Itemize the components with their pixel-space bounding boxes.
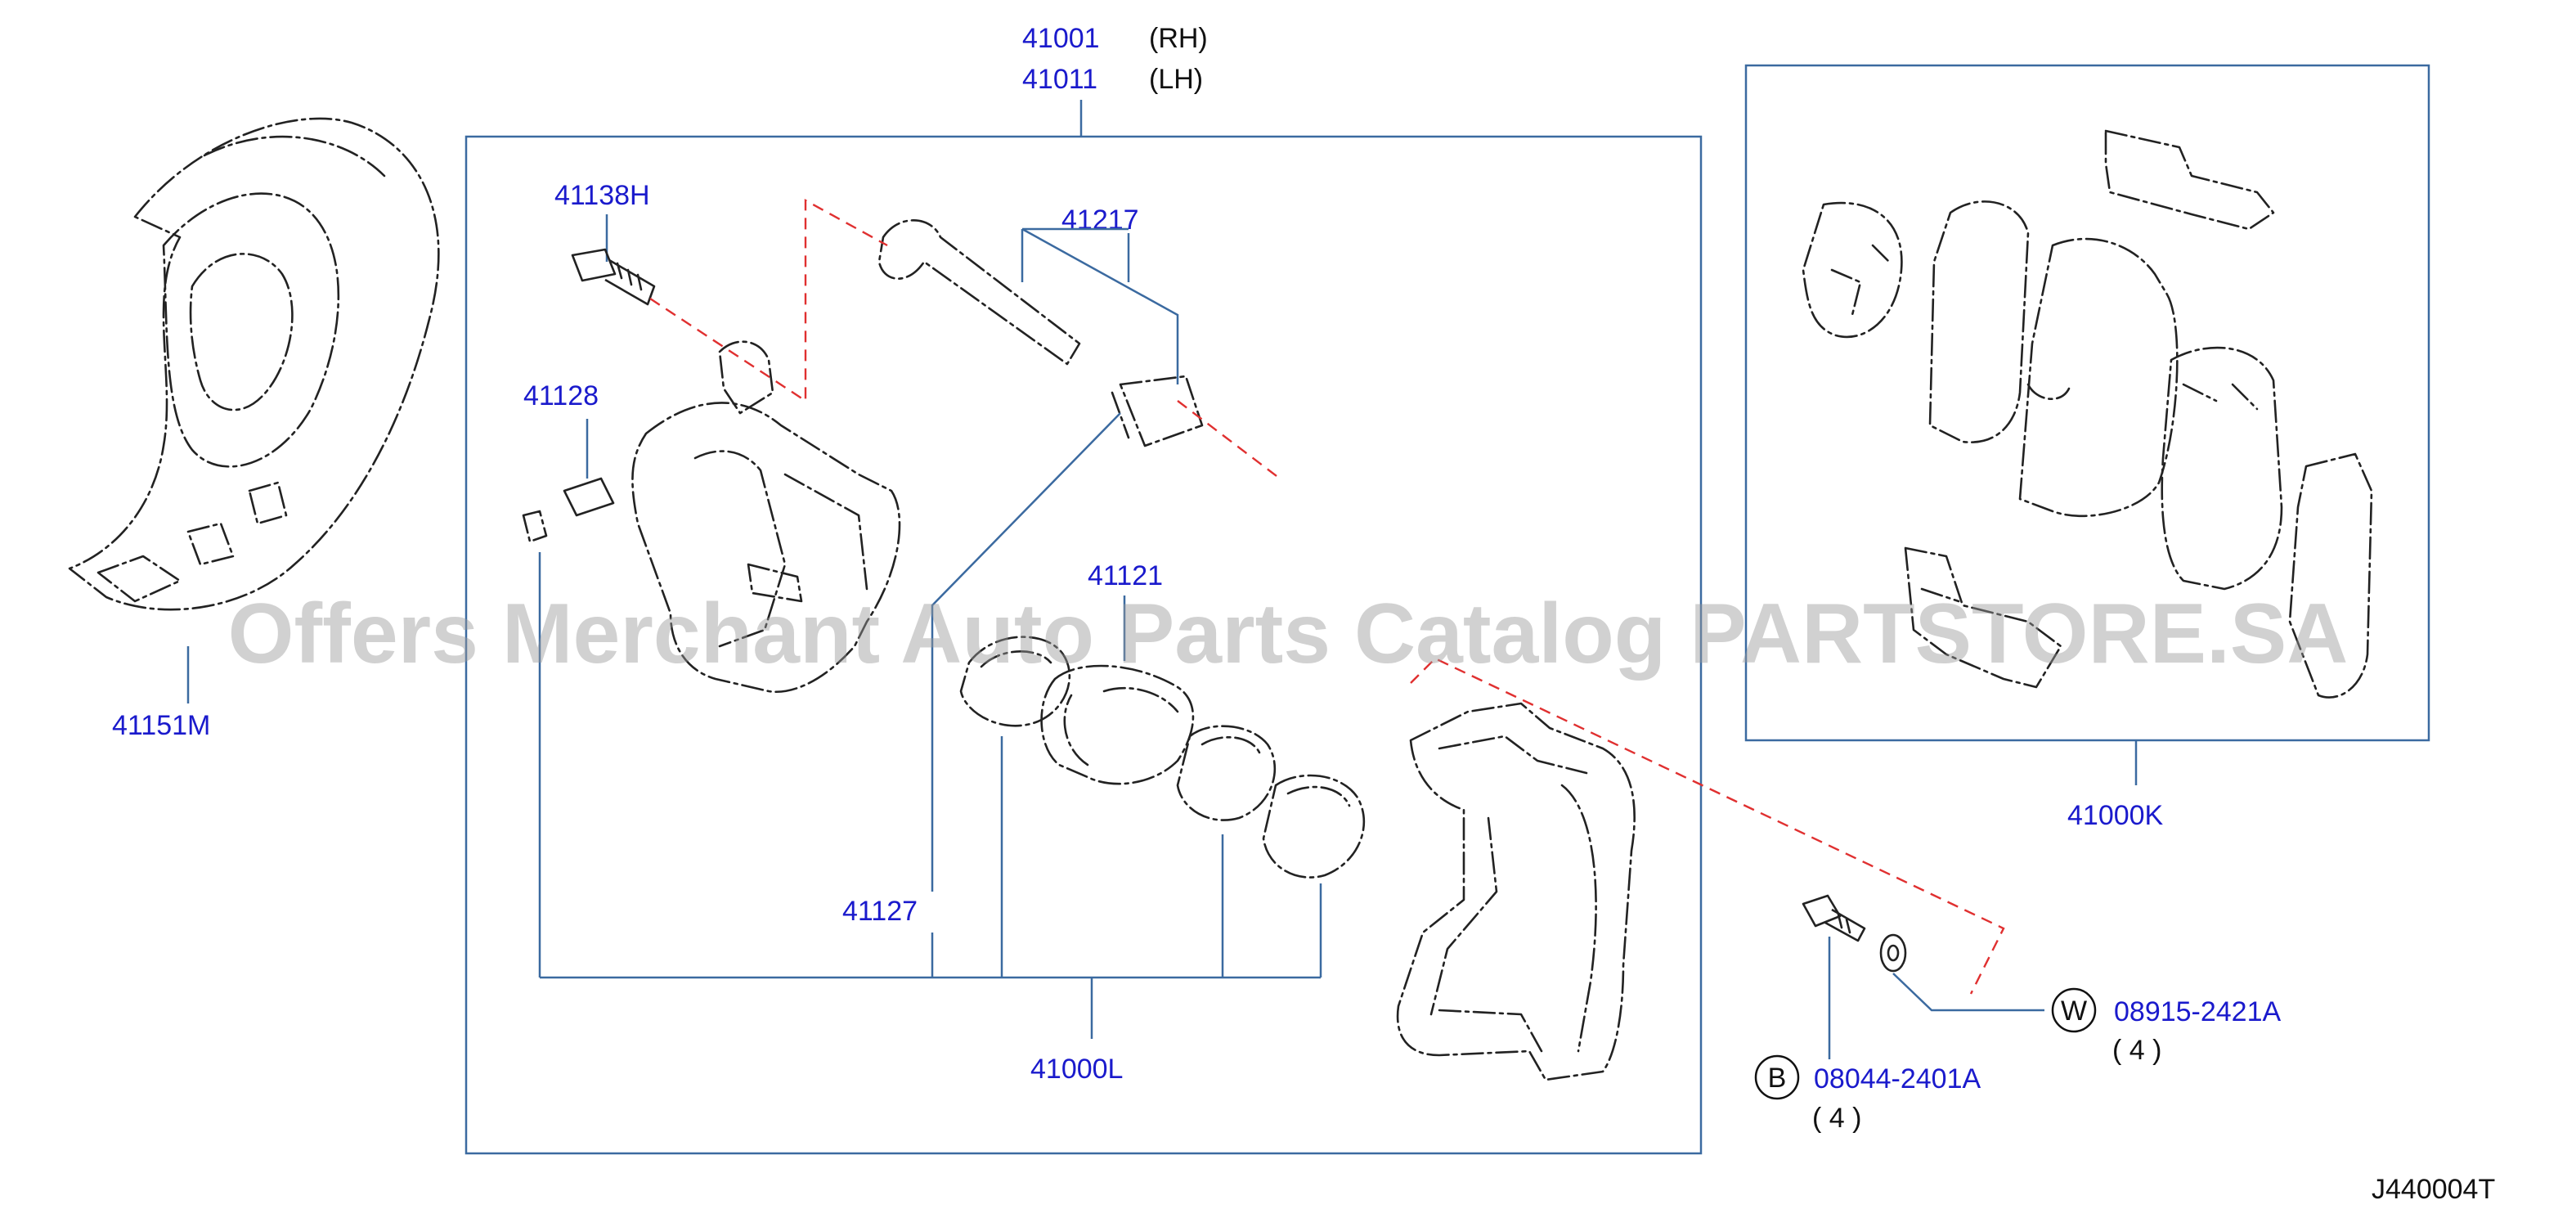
alignment-line-pin (1177, 400, 1281, 479)
washer-drawing (1879, 933, 1907, 973)
leader-washer (1892, 973, 2044, 1012)
callout-lh: (LH) (1149, 64, 1203, 95)
washer-symbol: W (2061, 996, 2087, 1027)
pad-kit-frame (1744, 64, 2430, 742)
callout-bolt[interactable]: 08044-2401A (1814, 1063, 1981, 1094)
callout-41000l[interactable]: 41000L (1030, 1054, 1123, 1085)
alignment-line-upper (649, 198, 888, 403)
slide-pin-drawing (877, 219, 1204, 447)
washer-quantity: ( 4 ) (2112, 1035, 2161, 1066)
watermark: Offers Merchant Auto Parts Catalog PARTS… (228, 587, 2349, 681)
boot-ring-drawing (1176, 725, 1277, 821)
bolt-symbol-circle (1754, 1054, 1800, 1100)
callout-washer[interactable]: 08915-2421A (2114, 996, 2282, 1027)
piston-drawing (1040, 664, 1195, 785)
callout-41151m[interactable]: 41151M (112, 710, 210, 741)
bolt-quantity: ( 4 ) (1812, 1103, 1861, 1134)
bleeder-screw-drawing (522, 477, 615, 543)
callout-41121[interactable]: 41121 (1088, 560, 1163, 591)
guide-bolt-drawing (571, 248, 656, 306)
callout-41001[interactable]: 41001 (1022, 23, 1100, 54)
pad-kit-drawing (1802, 129, 2373, 699)
leader-41127-upper (931, 412, 1121, 892)
leader-41217-drop (1021, 227, 1179, 384)
callout-41128[interactable]: 41128 (523, 380, 599, 411)
bracket-bolt-drawing (1802, 894, 1866, 942)
callout-41217[interactable]: 41217 (1061, 204, 1139, 236)
caliper-assembly-frame (464, 135, 1703, 1155)
washer-symbol-circle (2051, 987, 2097, 1033)
callout-41000k[interactable]: 41000K (2067, 800, 2164, 831)
piston-seal-drawing (959, 636, 1071, 727)
callout-rh: (RH) (1149, 23, 1208, 54)
caliper-body-drawing (631, 340, 901, 694)
dust-shield-drawing (68, 117, 440, 611)
bolt-symbol: B (1768, 1063, 1787, 1094)
callout-41138h[interactable]: 41138H (554, 180, 650, 211)
figure-code: J440004T (2372, 1174, 2495, 1205)
alignment-line-bracket (1410, 657, 2005, 995)
caliper-bracket-drawing (1396, 702, 1636, 1081)
dust-boot-drawing (1262, 774, 1366, 879)
callout-41011[interactable]: 41011 (1022, 64, 1097, 95)
callout-41127[interactable]: 41127 (842, 896, 918, 927)
